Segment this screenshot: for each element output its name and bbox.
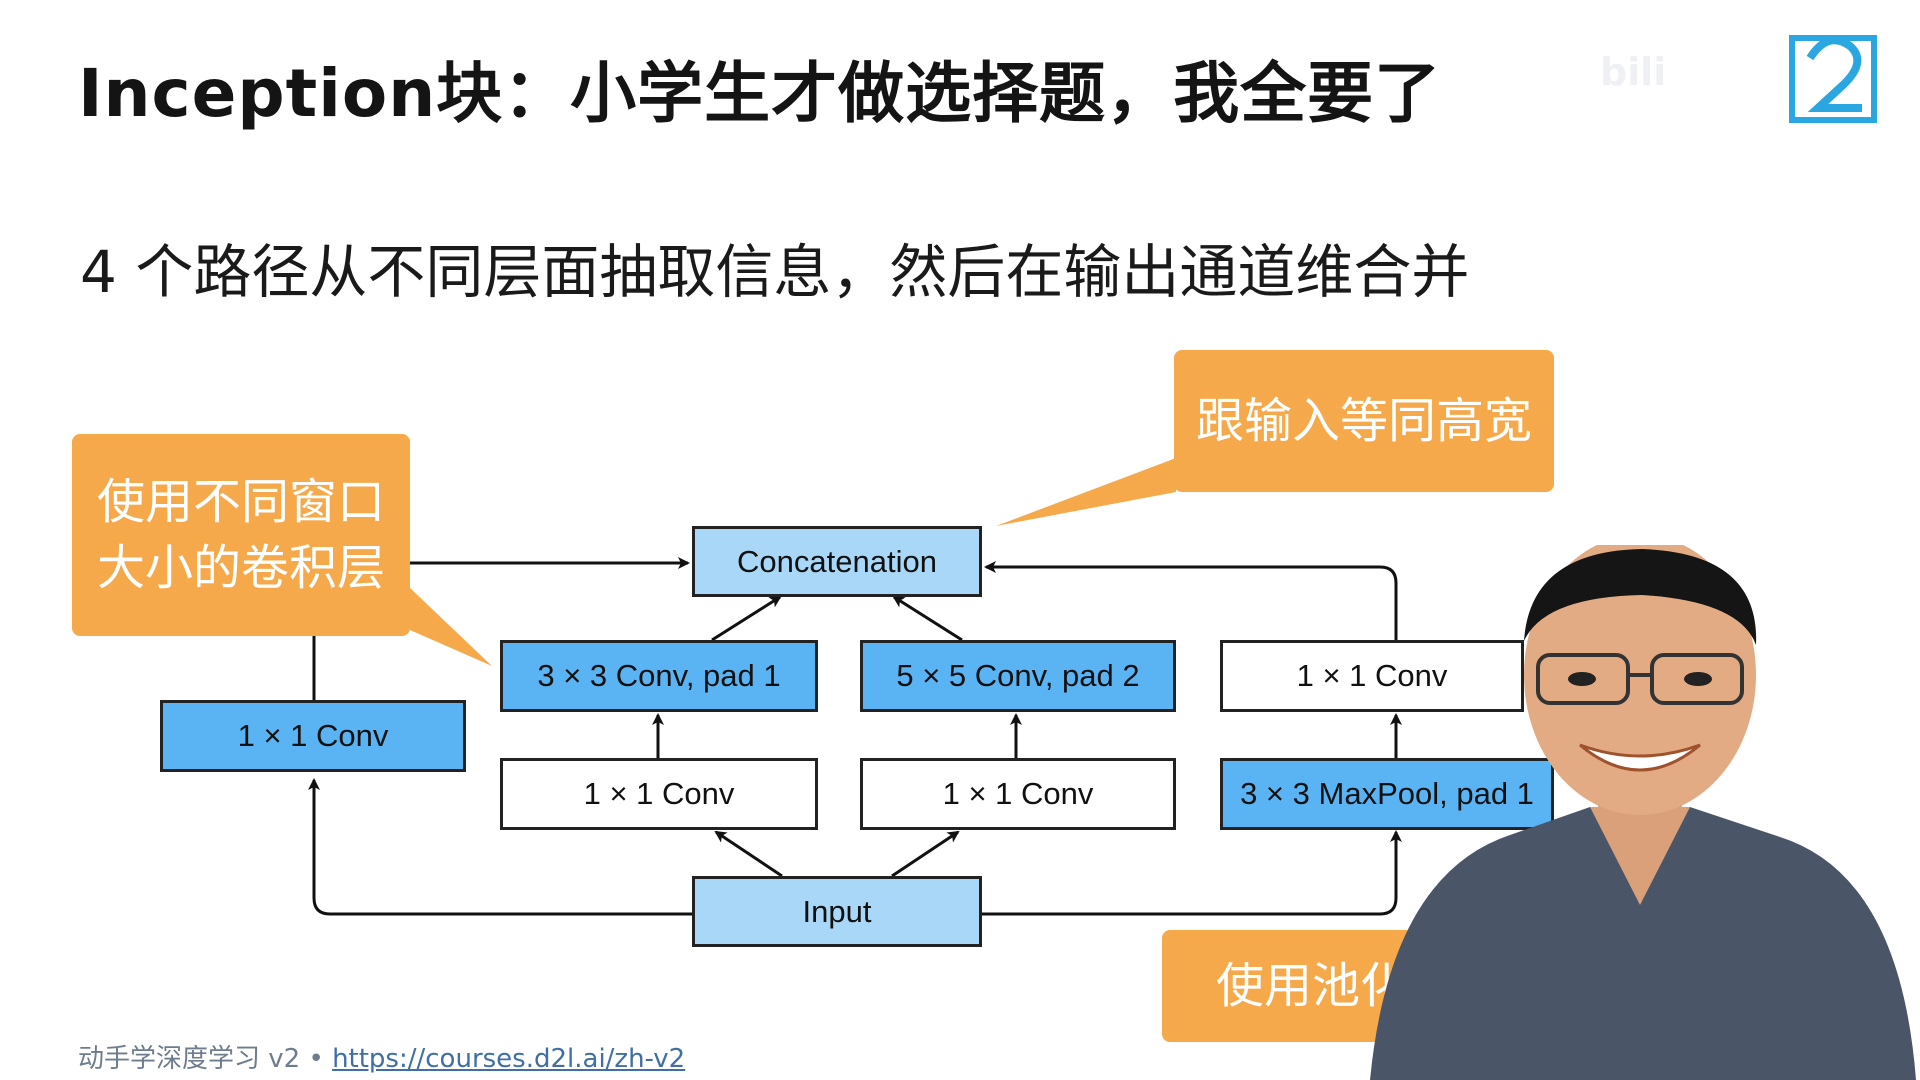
footer: 动手学深度学习 v2 • https://courses.d2l.ai/zh-v… bbox=[78, 1038, 685, 1075]
bilibili-watermark: bili bbox=[1600, 50, 1667, 94]
path3-conv1x1-box: 1 × 1 Conv bbox=[860, 758, 1176, 830]
edge-input-path3 bbox=[891, 830, 960, 878]
path3-conv5x5-box: 5 × 5 Conv, pad 2 bbox=[860, 640, 1176, 712]
callout-left: 使用不同窗口 大小的卷积层 bbox=[72, 434, 410, 636]
slide-title: Inception块：小学生才做选择题，我全要了 bbox=[78, 55, 1442, 132]
footer-text: 动手学深度学习 v2 • bbox=[78, 1044, 333, 1074]
edge-path3-concat bbox=[892, 595, 963, 642]
edge-input-path4 bbox=[982, 830, 1402, 916]
edge-input-path1 bbox=[308, 778, 692, 916]
path1-conv1x1-box: 1 × 1 Conv bbox=[160, 700, 466, 772]
input-box: Input bbox=[692, 876, 982, 947]
left-callout-pointer bbox=[410, 588, 492, 666]
path4-maxpool-box: 3 × 3 MaxPool, pad 1 bbox=[1220, 758, 1554, 830]
callout-left-line1: 使用不同窗口 bbox=[96, 474, 385, 530]
d2l-logo-icon bbox=[1789, 35, 1877, 123]
edge-path2-concat bbox=[711, 595, 782, 642]
path2-conv3x3-box: 3 × 3 Conv, pad 1 bbox=[500, 640, 818, 712]
top-callout-pointer bbox=[996, 458, 1176, 526]
concatenation-box: Concatenation bbox=[692, 526, 982, 597]
edge-path4-concat bbox=[984, 561, 1398, 640]
speaker-video bbox=[1370, 545, 1916, 1080]
edge-input-path2 bbox=[714, 830, 783, 878]
path4-conv1x1-box: 1 × 1 Conv bbox=[1220, 640, 1524, 712]
callout-left-line2: 大小的卷积层 bbox=[96, 540, 385, 596]
course-link[interactable]: https://courses.d2l.ai/zh-v2 bbox=[332, 1044, 686, 1074]
slide-subtitle: 4 个路径从不同层面抽取信息，然后在输出通道维合并 bbox=[80, 238, 1470, 306]
path2-conv1x1-box: 1 × 1 Conv bbox=[500, 758, 818, 830]
callout-top: 跟输入等同高宽 bbox=[1174, 350, 1554, 492]
